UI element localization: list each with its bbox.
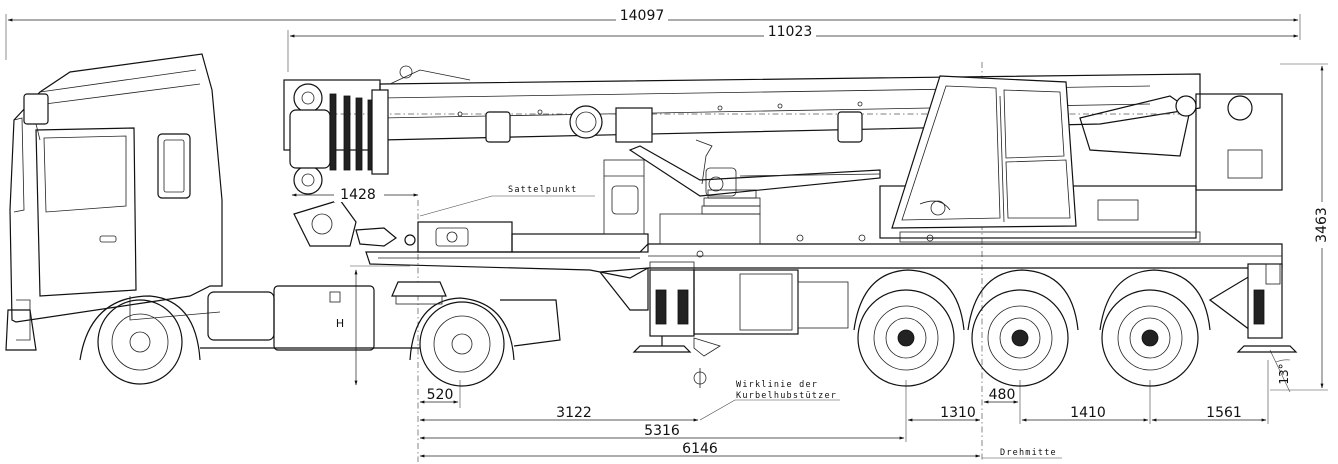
dim-kingpin-center: 6146 bbox=[682, 441, 718, 457]
dim-height: 3463 bbox=[1314, 207, 1330, 243]
dim-axle2-axle3: 1410 bbox=[1070, 405, 1106, 421]
dim-overall-length: 14097 bbox=[620, 8, 665, 24]
wheel-1 bbox=[857, 289, 955, 387]
hook-block bbox=[293, 199, 416, 247]
note-drehmitte: Drehmitte bbox=[1000, 448, 1057, 458]
annotations: Sattelpunkt Wirklinie der Kurbelhubstütz… bbox=[508, 185, 1057, 458]
note-sattelpunkt: Sattelpunkt bbox=[508, 185, 578, 195]
note-wirklinie-1: Wirklinie der bbox=[736, 380, 818, 390]
wheel-3 bbox=[1101, 289, 1199, 387]
crane-cabin bbox=[879, 75, 1201, 243]
dim-kingpin-offset: 520 bbox=[427, 387, 454, 403]
dim-axle3-rear: 1561 bbox=[1206, 405, 1242, 421]
wheel-2 bbox=[971, 289, 1069, 387]
tractor-unit bbox=[5, 53, 561, 387]
dim-kingpin-axle1: 5316 bbox=[644, 423, 680, 439]
dim-rear-angle: 13° bbox=[1277, 363, 1291, 384]
dim-fifth-wheel-height: H bbox=[336, 317, 344, 330]
dim-axle1-center: 1310 bbox=[940, 405, 976, 421]
dim-boom-length: 11023 bbox=[768, 24, 813, 40]
dimension-labels: 14097 11023 3463 1428 H 520 3122 5316 61… bbox=[334, 8, 1330, 457]
dim-center-axle2: 480 bbox=[989, 387, 1016, 403]
note-wirklinie-2: Kurbelhubstützer bbox=[736, 391, 837, 401]
trailer-chassis bbox=[365, 159, 1298, 387]
dim-front-overhang: 1428 bbox=[340, 187, 376, 203]
telescopic-boom bbox=[283, 65, 1283, 247]
dim-kingpin-outrigger: 3122 bbox=[556, 405, 592, 421]
